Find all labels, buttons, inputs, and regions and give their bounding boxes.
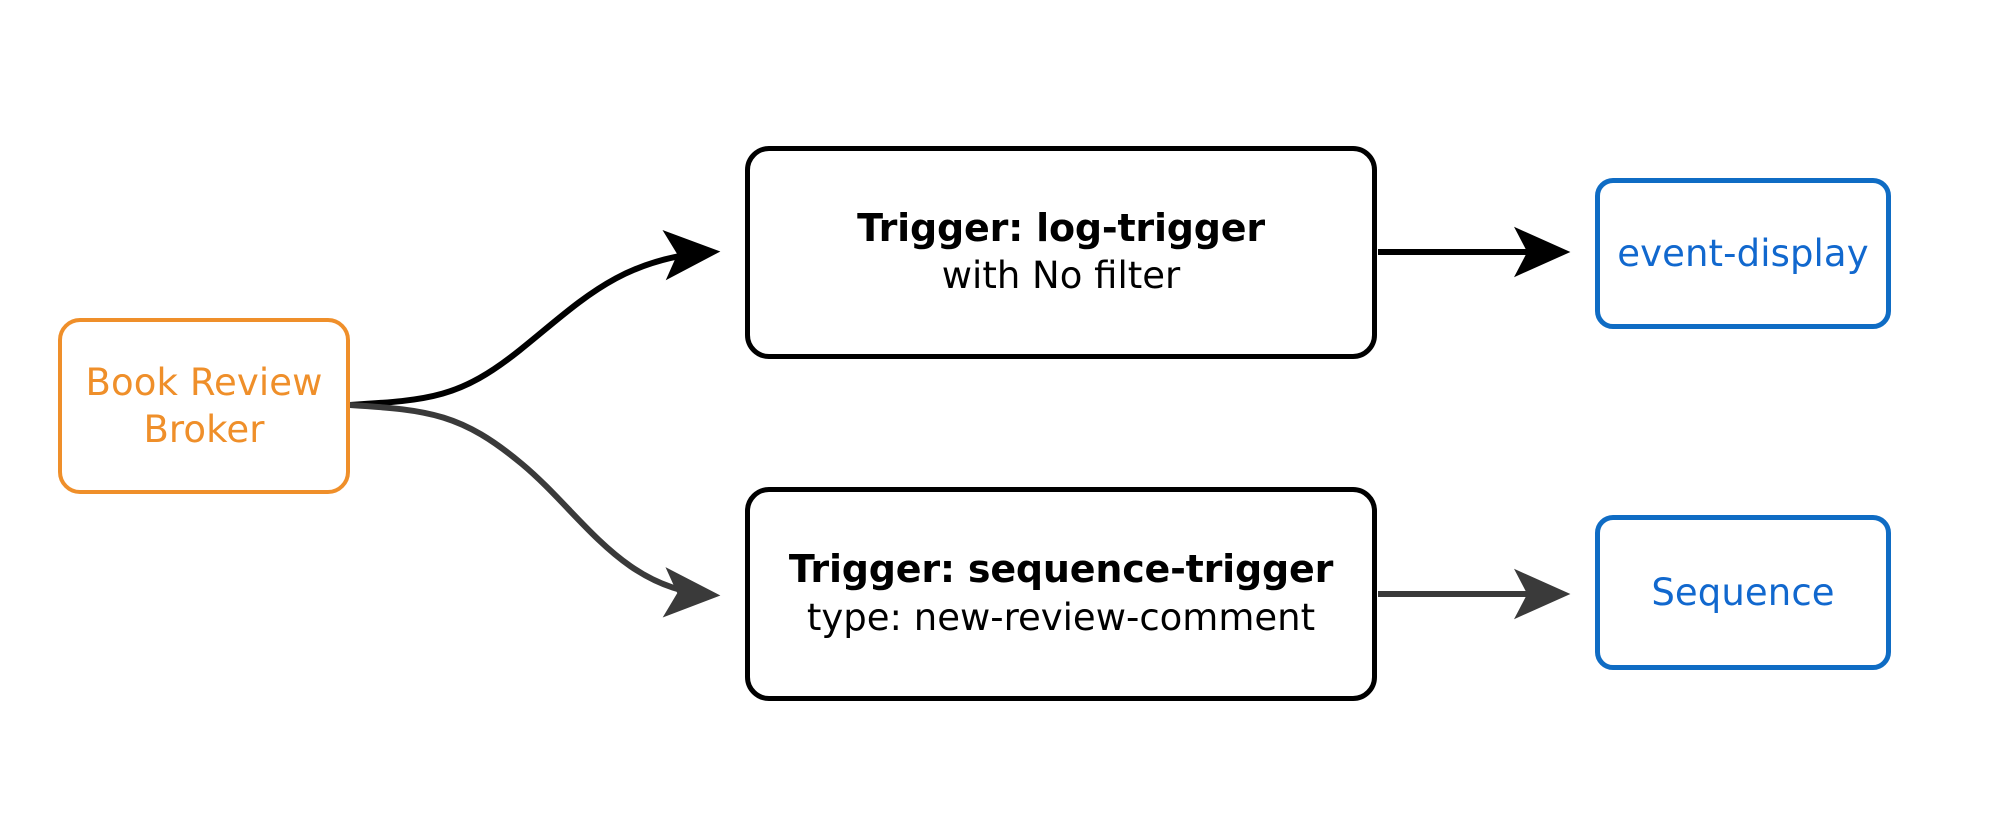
trigger-sequence-subtitle: type: new-review-comment bbox=[806, 595, 1316, 639]
sink-event-display-label: event-display bbox=[1617, 232, 1869, 275]
edge-broker-to-sequence-trigger bbox=[347, 402, 721, 618]
broker-label-line-2: Broker bbox=[143, 408, 265, 451]
node-trigger-log-trigger[interactable]: Trigger: log-trigger with No filter bbox=[745, 146, 1377, 359]
trigger-log-subtitle: with No filter bbox=[941, 254, 1181, 298]
node-sink-event-display[interactable]: event-display bbox=[1595, 178, 1891, 329]
trigger-sequence-title: Trigger: sequence-trigger bbox=[788, 547, 1334, 592]
node-book-review-broker[interactable]: Book Review Broker bbox=[58, 318, 350, 494]
trigger-log-title: Trigger: log-trigger bbox=[857, 205, 1265, 250]
node-sink-sequence[interactable]: Sequence bbox=[1595, 515, 1891, 670]
sink-sequence-label: Sequence bbox=[1651, 571, 1835, 614]
edge-broker-to-log-trigger bbox=[347, 229, 721, 408]
broker-label-line-1: Book Review bbox=[85, 360, 323, 404]
node-trigger-sequence-trigger[interactable]: Trigger: sequence-trigger type: new-revi… bbox=[745, 487, 1377, 701]
